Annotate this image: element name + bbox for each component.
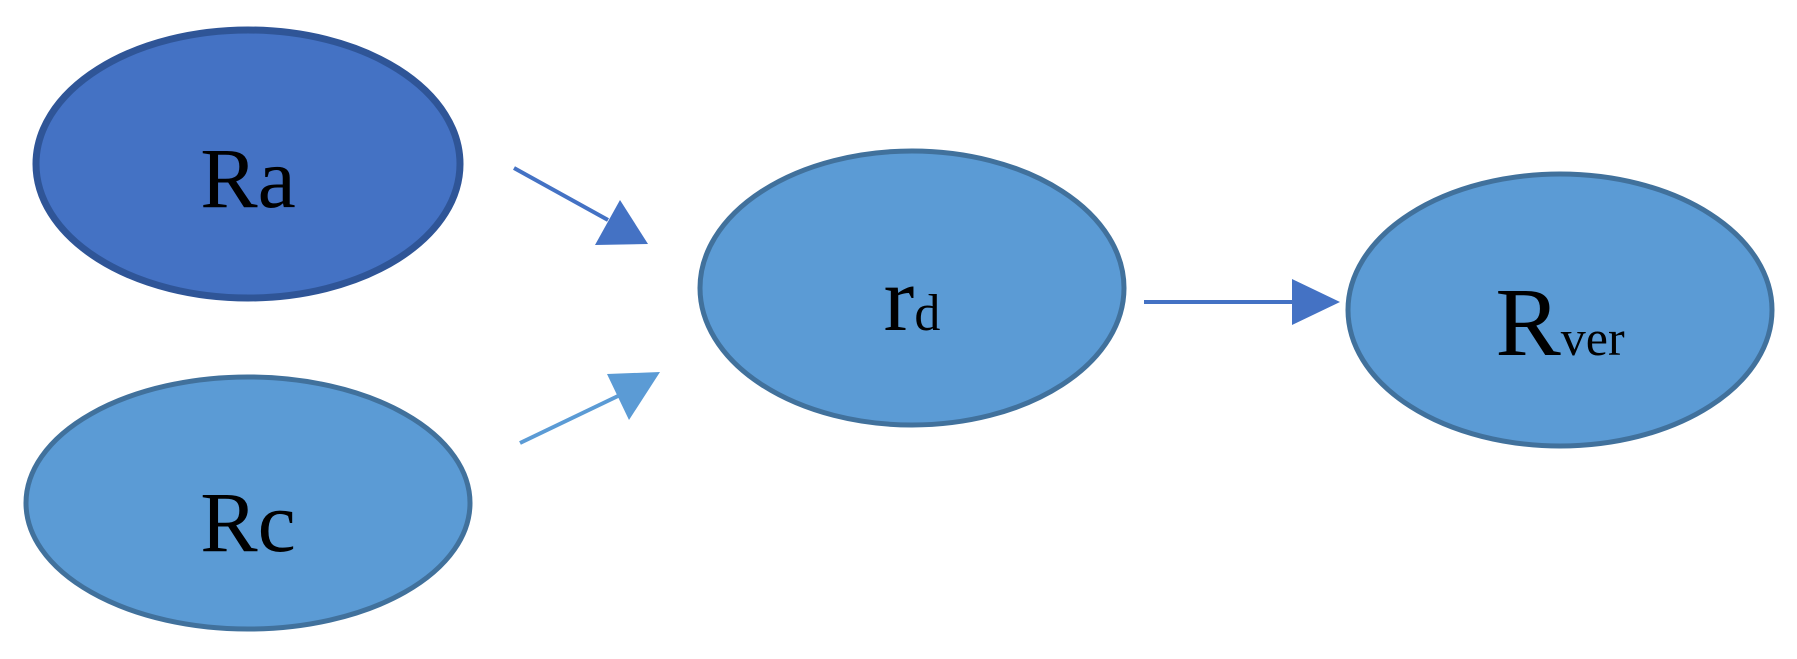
arrow-ra-to-rd	[513, 166, 648, 245]
node-rd-shape	[697, 148, 1127, 428]
node-ra-label: Ra	[200, 130, 296, 226]
arrow-rd-to-rver-head	[1292, 279, 1340, 325]
node-rver-shape	[1345, 171, 1775, 449]
arrow-rc-to-rd-line	[519, 394, 619, 445]
node-rd-label: rd	[884, 248, 941, 350]
arrow-ra-to-rd-line	[513, 166, 609, 222]
node-rver-subscript: ver	[1561, 310, 1625, 366]
node-ra: Ra	[32, 26, 464, 302]
node-rc-shape	[23, 374, 473, 632]
node-ra-shape	[32, 26, 464, 302]
node-rd-subscript: d	[914, 285, 940, 342]
node-rd: rd	[697, 148, 1127, 428]
node-rc-label: Rc	[200, 474, 296, 570]
arrow-ra-to-rd-head	[595, 200, 648, 245]
node-rver: Rver	[1345, 171, 1775, 449]
arrow-rd-to-rver	[1144, 279, 1340, 325]
node-rc: Rc	[23, 374, 473, 632]
arrow-rc-to-rd-head	[607, 372, 660, 420]
arrow-rc-to-rd	[519, 372, 660, 445]
node-rver-label: Rver	[1495, 269, 1625, 377]
